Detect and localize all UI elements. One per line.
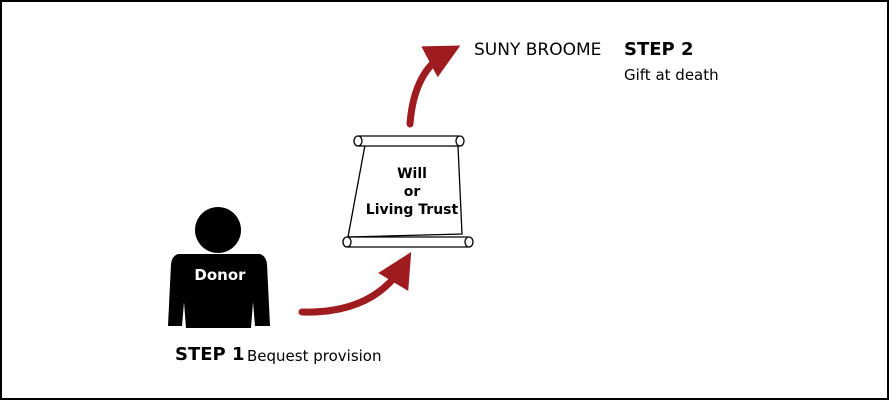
person-silhouette-icon (168, 207, 270, 328)
donor-label: Donor (194, 266, 246, 284)
step2-label: STEP 2 (624, 39, 694, 60)
step2-description: Gift at death (624, 66, 719, 84)
document-line-2: or (403, 184, 421, 200)
document-text: Will or Living Trust (362, 165, 462, 219)
document-line-1: Will (397, 166, 427, 182)
curved-arrow-icon-bequest (298, 251, 412, 316)
scroll-document-icon (342, 135, 474, 248)
destination-name: SUNY BROOME (474, 40, 602, 60)
document-line-3: Living Trust (365, 202, 459, 218)
step1-description: Bequest provision (247, 347, 382, 365)
step1-label: STEP 1 (175, 344, 245, 365)
curved-arrow-icon-gift (406, 45, 461, 128)
